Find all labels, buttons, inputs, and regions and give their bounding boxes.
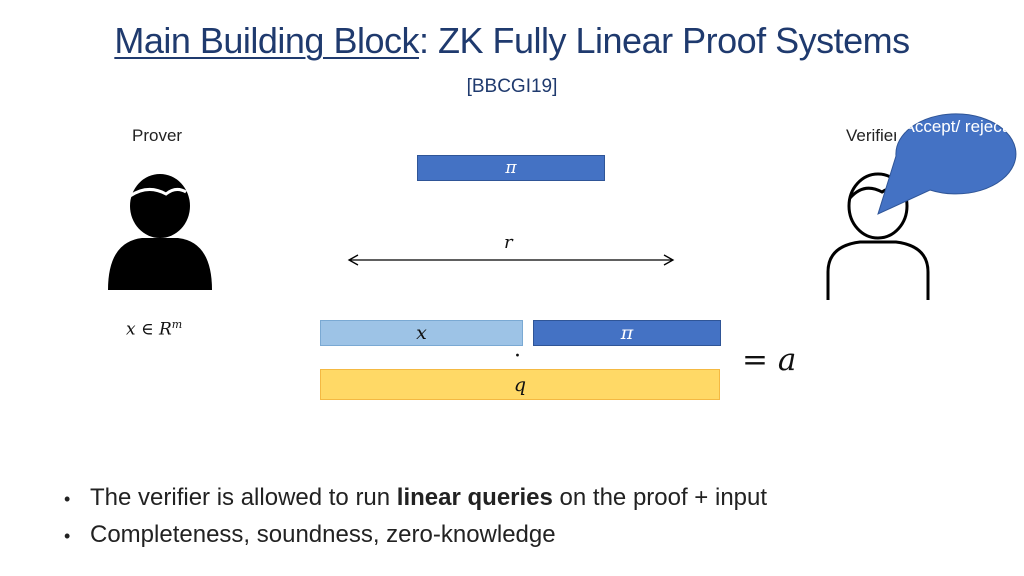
bubble-text: Accept/ reject xyxy=(903,117,1007,136)
speech-bubble xyxy=(877,113,1017,215)
randomness-label: r xyxy=(504,232,513,253)
prover-label: Prover xyxy=(132,126,183,145)
bullet-bold-text: linear queries xyxy=(396,484,553,511)
bullet-dot: • xyxy=(64,526,71,546)
query-bar-label: q xyxy=(513,373,527,396)
randomness-arrow xyxy=(347,254,675,266)
prover-input-exponent: m xyxy=(171,318,183,331)
query-bar: q xyxy=(320,369,720,400)
input-bar-label: x xyxy=(416,322,427,344)
dot-product-symbol: · xyxy=(514,344,521,369)
citation: [BBCGI19] xyxy=(466,76,558,97)
verifier-label: Verifier xyxy=(846,126,896,145)
bullet-text-end: on the proof + input xyxy=(552,484,768,511)
bullet-dot: • xyxy=(64,489,71,509)
result-equals: = a xyxy=(742,342,797,378)
proof-bar-top: π xyxy=(417,155,605,181)
input-bar: x xyxy=(320,320,523,346)
bullet-item: • The verifier is allowed to run linear … xyxy=(64,480,767,517)
prover-input-text: x ∈ R xyxy=(126,319,172,340)
prover-person-icon xyxy=(108,174,212,290)
bullet-list: • The verifier is allowed to run linear … xyxy=(64,480,767,554)
proof-bar-label: π xyxy=(620,322,634,344)
proof-bar-top-label: π xyxy=(505,158,517,178)
bullet-text: Completeness, soundness, zero-knowledge xyxy=(90,521,556,548)
title-rest: : ZK Fully Linear Proof Systems xyxy=(418,20,910,61)
bullet-item: • Completeness, soundness, zero-knowledg… xyxy=(64,517,767,554)
slide-title: Main Building Block: ZK Fully Linear Pro… xyxy=(0,20,1024,62)
bullet-text: The verifier is allowed to run xyxy=(90,484,397,511)
title-underlined: Main Building Block xyxy=(114,20,419,61)
proof-bar: π xyxy=(533,320,721,346)
prover-input: x ∈ Rm xyxy=(126,318,182,340)
